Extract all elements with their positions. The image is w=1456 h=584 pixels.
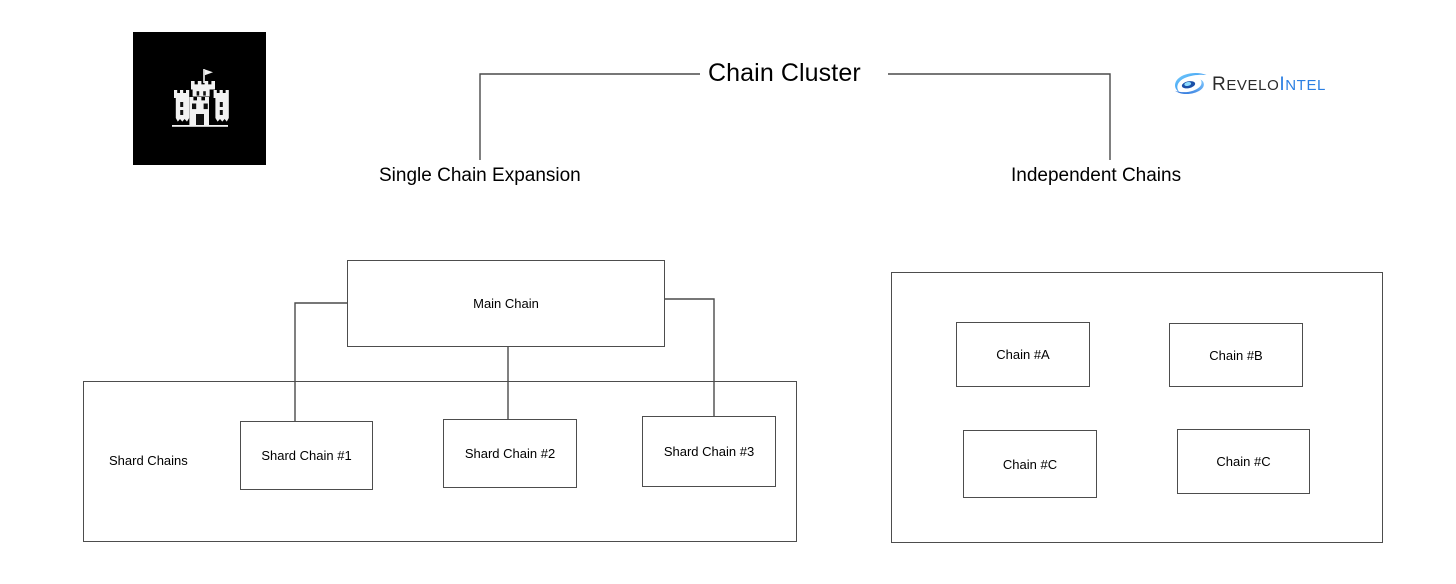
independent-chains-container xyxy=(891,272,1383,543)
castle-icon xyxy=(171,68,229,127)
revelo-eye-icon xyxy=(1175,72,1207,95)
revelo-word-secondary: INTEL xyxy=(1279,73,1326,95)
diagram-title: Chain Cluster xyxy=(708,59,861,87)
node-chain-b[interactable]: Chain #B xyxy=(1169,323,1303,387)
branch-label-independent-chains: Independent Chains xyxy=(1011,165,1182,186)
node-shard-chain-3-label: Shard Chain #3 xyxy=(663,444,755,459)
wire-title-to-single-chain xyxy=(479,73,700,160)
castle-logo xyxy=(133,32,266,165)
node-shard-chain-1-label: Shard Chain #1 xyxy=(261,448,352,463)
node-shard-chain-3[interactable]: Shard Chain #3 xyxy=(642,416,776,487)
branch-label-single-chain-expansion: Single Chain Expansion xyxy=(379,165,581,186)
node-shard-chain-2-label: Shard Chain #2 xyxy=(464,446,556,461)
node-chain-c-2[interactable]: Chain #C xyxy=(1177,429,1310,494)
node-shard-chain-2[interactable]: Shard Chain #2 xyxy=(443,419,577,488)
node-main-chain[interactable]: Main Chain xyxy=(347,260,665,347)
shard-chains-group-label: Shard Chains xyxy=(109,453,188,468)
wire-title-to-independent-chains xyxy=(888,73,1111,160)
node-chain-a[interactable]: Chain #A xyxy=(956,322,1090,387)
shard-chains-container xyxy=(83,381,797,542)
node-chain-a-label: Chain #A xyxy=(996,347,1050,362)
node-chain-b-label: Chain #B xyxy=(1209,347,1263,363)
node-shard-chain-1[interactable]: Shard Chain #1 xyxy=(240,421,373,490)
node-chain-c-1-label: Chain #C xyxy=(1002,456,1058,472)
node-chain-c-2-label: Chain #C xyxy=(1216,454,1271,469)
revelo-word-primary: REVELO xyxy=(1212,73,1280,95)
node-main-chain-label: Main Chain xyxy=(473,296,539,311)
node-chain-c-1[interactable]: Chain #C xyxy=(963,430,1097,498)
